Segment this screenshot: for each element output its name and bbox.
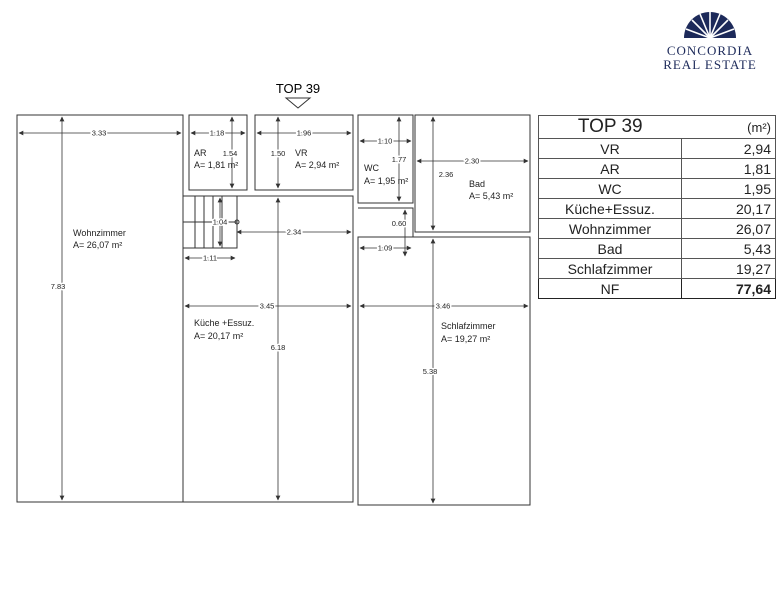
plan-top-label: TOP 39 (276, 81, 320, 96)
total-value: 77,64 (681, 278, 776, 299)
logo-company-subtitle: REAL ESTATE (663, 57, 757, 72)
room-outline-vr (254, 114, 354, 191)
area-table-title: TOP 39 (538, 115, 682, 139)
room-outline-kueche (182, 195, 354, 503)
dim-label: 1.77 (392, 155, 407, 164)
row-room-name: Wohnzimmer (538, 218, 682, 239)
dim-label: 3.45 (260, 302, 275, 311)
row-room-area: 1,81 (681, 158, 776, 179)
corridor-outline (358, 207, 414, 237)
row-room-area: 20,17 (681, 198, 776, 219)
room-name-kueche: Küche +Essuz. (194, 318, 254, 328)
room-outline-wohnzimmer (16, 114, 184, 503)
dim-label: 3.33 (92, 129, 107, 138)
row-room-area: 26,07 (681, 218, 776, 239)
room-area-wohnzimmer: A= 26,07 m² (73, 240, 122, 250)
dim-label: 2.30 (465, 157, 480, 166)
dim-label: 7.83 (51, 282, 66, 291)
area-table-header: TOP 39 (m²) (538, 115, 776, 139)
room-area-bad: A= 5,43 m² (469, 191, 513, 201)
dim-label: 1.54 (223, 149, 238, 158)
staircase (182, 195, 240, 249)
room-area-ar: A= 1,81 m² (194, 160, 238, 170)
row-room-area: 19,27 (681, 258, 776, 279)
dim-label: 1.50 (271, 149, 286, 158)
room-outline-wc (357, 114, 414, 204)
dim-label: 1.10 (378, 137, 393, 146)
dim-label: 1.04 (213, 218, 228, 227)
dim-label: 1.09 (378, 244, 393, 253)
total-label: NF (538, 278, 682, 299)
area-table-unit: (m²) (681, 115, 776, 139)
fan-arch-logo (684, 12, 736, 39)
dim-label: 1.96 (297, 129, 312, 138)
room-area-wc: A= 1,95 m² (364, 176, 408, 186)
row-room-name: WC (538, 178, 682, 199)
room-name-bad: Bad (469, 179, 485, 189)
dim-label: 6.18 (271, 343, 286, 352)
dim-label: 0.60 (392, 219, 407, 228)
room-name-wc: WC (364, 163, 379, 173)
room-outline-bad (414, 114, 531, 233)
row-room-area: 1,95 (681, 178, 776, 199)
table-row: Küche+Essuz.20,17 (538, 198, 776, 219)
row-room-area: 5,43 (681, 238, 776, 259)
room-name-ar: AR (194, 148, 207, 158)
row-room-name: VR (538, 138, 682, 159)
dim-label: 3.46 (436, 302, 451, 311)
entrance-marker (284, 97, 312, 109)
dim-label: 2.36 (439, 170, 454, 179)
room-name-vr: VR (295, 148, 308, 158)
room-name-wohnzimmer: Wohnzimmer (73, 228, 126, 238)
room-outline-schlafzimmer (357, 236, 531, 506)
row-room-name: Bad (538, 238, 682, 259)
room-area-schlafzimmer: A= 19,27 m² (441, 334, 490, 344)
row-room-name: Schlafzimmer (538, 258, 682, 279)
row-room-area: 2,94 (681, 138, 776, 159)
room-outline-ar (188, 114, 248, 191)
dim-label: 1.11 (203, 254, 217, 263)
row-room-name: Küche+Essuz. (538, 198, 682, 219)
room-name-schlafzimmer: Schlafzimmer (441, 321, 496, 331)
dim-label: 5.38 (423, 367, 438, 376)
dim-label: 2.34 (287, 228, 302, 237)
logo-company-name: CONCORDIA (666, 43, 754, 58)
dim-label: 1.18 (210, 129, 225, 138)
row-room-name: AR (538, 158, 682, 179)
room-area-vr: A= 2,94 m² (295, 160, 339, 170)
room-area-kueche: A= 20,17 m² (194, 331, 243, 341)
